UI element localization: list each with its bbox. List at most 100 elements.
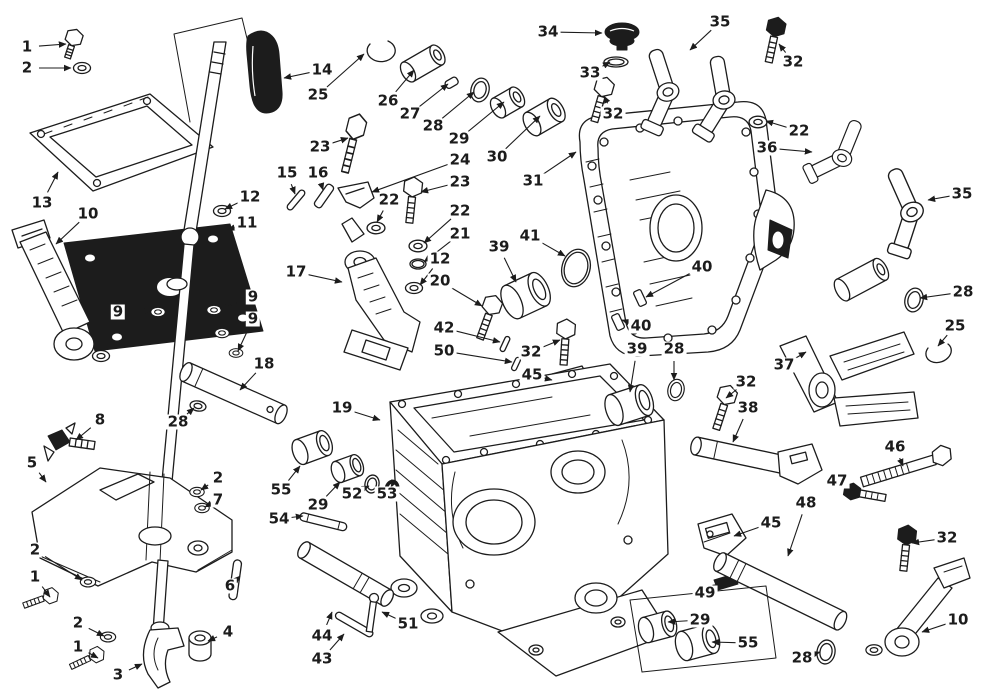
part-29-bushing: [489, 86, 526, 119]
part-28-ring-c: [665, 377, 687, 403]
callout-1: 1: [19, 37, 35, 56]
callout-25: 25: [942, 316, 968, 335]
part-28-ring-d: [189, 400, 207, 412]
callout-20: 20: [427, 271, 453, 290]
part-55-bushing-a: [291, 430, 334, 466]
callout-2: 2: [27, 540, 43, 559]
part-19-housing: [389, 363, 671, 677]
part-48-rod: [713, 552, 848, 631]
callout-19: 19: [329, 398, 355, 417]
part-35-rocker-right: [856, 164, 941, 268]
callout-10: 10: [75, 204, 101, 223]
part-32-bolt-c: [553, 317, 577, 367]
callout-39: 39: [486, 237, 512, 256]
callout-8: 8: [92, 410, 108, 429]
part-27-pin: [444, 76, 459, 90]
callout-29: 29: [305, 495, 331, 514]
part-4-bushing: [188, 630, 212, 662]
callout-13: 13: [29, 193, 55, 212]
callout-14: 14: [309, 60, 335, 79]
callout-12: 12: [427, 249, 453, 268]
part-8-wing-bolt: [43, 422, 96, 462]
part-10-lever-right: [865, 557, 971, 657]
callout-51: 51: [395, 614, 421, 633]
part-15-pin: [286, 189, 306, 211]
callout-45: 45: [758, 513, 784, 532]
part-1-2-bolts-bottomleft: [20, 576, 117, 674]
part-26-bushing: [399, 44, 446, 83]
part-24-pawl: [337, 181, 375, 209]
part-13-frame: [29, 93, 214, 192]
part-55-bushing-b: [674, 623, 721, 662]
part-lever-rod: [157, 41, 227, 526]
callout-28: 28: [950, 282, 976, 301]
callout-41: 41: [517, 226, 543, 245]
callout-17: 17: [283, 262, 309, 281]
callout-27: 27: [397, 104, 423, 123]
callout-40: 40: [628, 316, 654, 335]
callout-49: 49: [692, 583, 718, 602]
callout-29: 29: [446, 129, 472, 148]
callout-44: 44: [309, 626, 335, 645]
callout-23: 23: [307, 137, 333, 156]
callout-54: 54: [266, 509, 292, 528]
part-42-pin: [499, 335, 511, 353]
callout-38: 38: [735, 398, 761, 417]
callout-12: 12: [237, 187, 263, 206]
callout-18: 18: [251, 354, 277, 373]
callout-55: 55: [735, 633, 761, 652]
part-32-bolt-d: [706, 382, 740, 433]
callout-43: 43: [309, 649, 335, 668]
part-22-21-12-washers: [366, 221, 428, 295]
part-11-plate: [63, 223, 264, 352]
callout-39: 39: [624, 339, 650, 358]
callout-32: 32: [934, 528, 960, 547]
callout-2: 2: [210, 468, 226, 487]
callout-11: 11: [234, 213, 260, 232]
callout-5: 5: [24, 453, 40, 472]
part-41-ring: [560, 248, 592, 288]
callout-33: 33: [577, 63, 603, 82]
callout-31: 31: [520, 171, 546, 190]
callout-23: 23: [447, 172, 473, 191]
callout-25: 25: [305, 85, 331, 104]
callout-10: 10: [945, 610, 971, 629]
callout-55: 55: [268, 480, 294, 499]
callout-46: 46: [882, 437, 908, 456]
part-25-snap-ring-right: [925, 343, 952, 364]
callout-22: 22: [786, 121, 812, 140]
part-28-ring: [467, 75, 493, 105]
callout-29: 29: [687, 610, 713, 629]
part-16-pin: [313, 183, 335, 209]
part-20-bolt: [470, 291, 505, 343]
callout-2: 2: [70, 613, 86, 632]
callout-4: 4: [220, 622, 236, 641]
part-43-pin: [334, 611, 374, 638]
callout-28: 28: [165, 412, 191, 431]
part-22-washer-c: [748, 115, 768, 129]
callout-1: 1: [27, 567, 43, 586]
callout-34: 34: [535, 22, 561, 41]
callout-24: 24: [447, 150, 473, 169]
part-28-ring-e: [814, 637, 838, 667]
callout-3: 3: [110, 665, 126, 684]
part-28-bushing-right: [833, 257, 890, 302]
callout-15: 15: [274, 163, 300, 182]
callout-6: 6: [222, 576, 238, 595]
part-18-rod: [179, 361, 288, 425]
callout-28: 28: [789, 648, 815, 667]
callout-1: 1: [70, 637, 86, 656]
callout-53: 53: [374, 484, 400, 503]
part-39-bushing-a: [500, 271, 551, 320]
callout-37: 37: [771, 355, 797, 374]
callout-22: 22: [447, 201, 473, 220]
group-box-bushings: [629, 585, 777, 673]
part-12-washer: [212, 204, 232, 218]
callout-28: 28: [420, 116, 446, 135]
part-38-rod: [690, 436, 823, 485]
callout-52: 52: [339, 484, 365, 503]
callout-22: 22: [376, 190, 402, 209]
callout-35: 35: [949, 184, 975, 203]
